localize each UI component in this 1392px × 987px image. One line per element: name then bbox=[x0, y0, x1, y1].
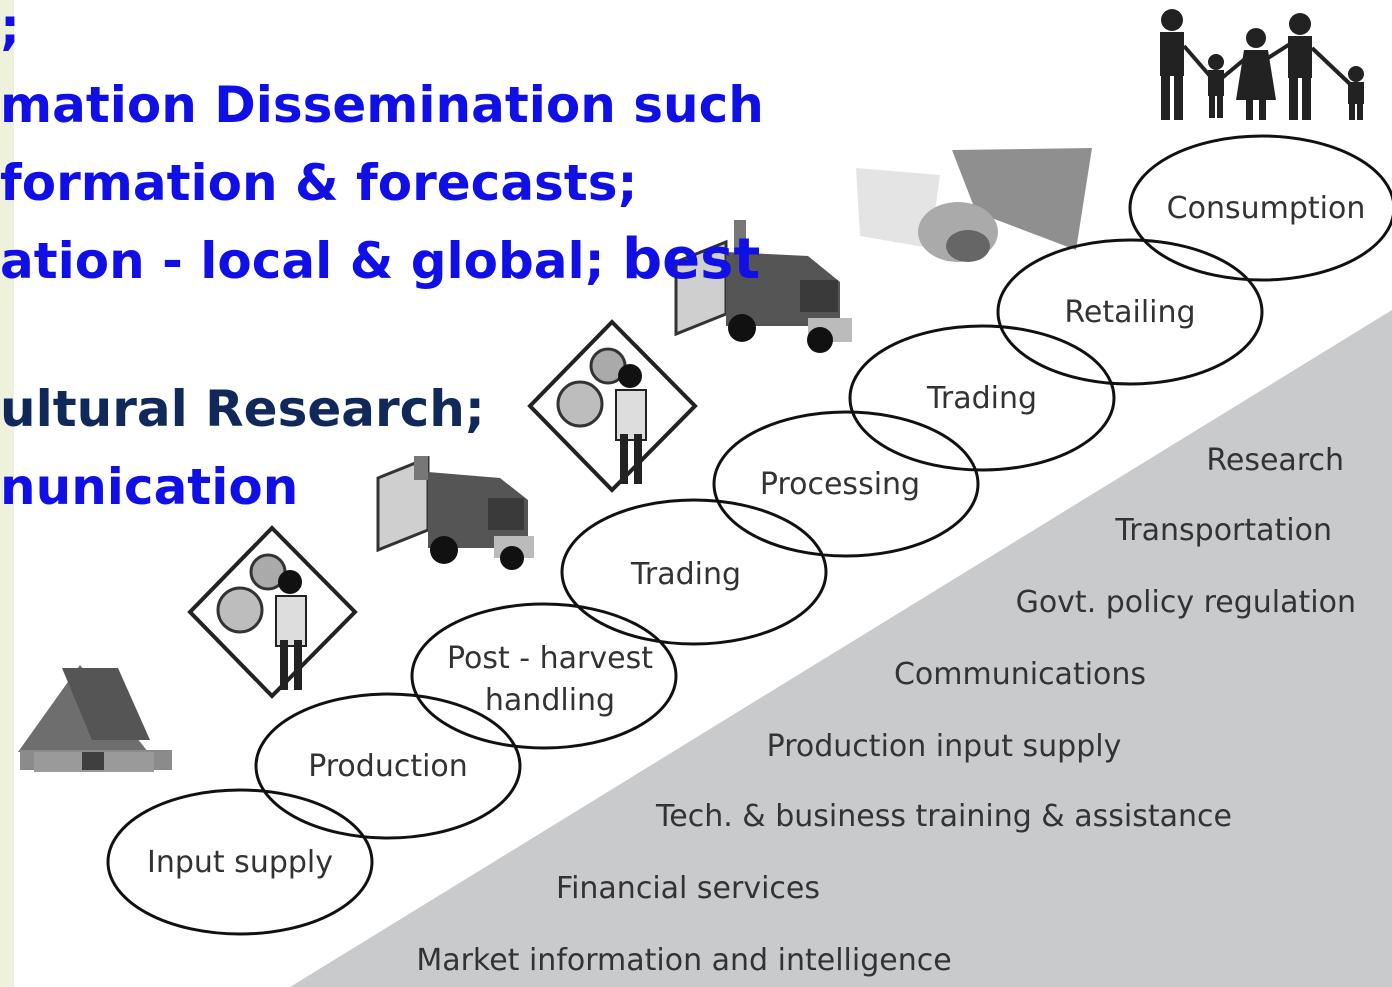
worker-gear-icon bbox=[187, 525, 358, 699]
support-services-list: Research Transportation Govt. policy reg… bbox=[416, 443, 1356, 978]
support-services-wedge bbox=[290, 310, 1392, 987]
stage-trading-1: Trading bbox=[560, 498, 828, 646]
support-service-item: Research bbox=[1206, 443, 1344, 478]
support-service-item: Financial services bbox=[556, 871, 820, 906]
slide-text-line-3b: best bbox=[622, 227, 761, 292]
stage-consumption: Consumption bbox=[1128, 134, 1392, 282]
slide-text-line-2: formation & forecasts; bbox=[0, 154, 638, 212]
support-service-item: Transportation bbox=[1114, 513, 1332, 548]
stage-label: Input supply bbox=[147, 845, 333, 880]
support-service-item: Communications bbox=[894, 657, 1146, 692]
stage-label-line2: handling bbox=[485, 683, 615, 718]
support-service-item: Govt. policy regulation bbox=[1016, 585, 1356, 620]
left-strip bbox=[0, 0, 14, 987]
stage-production: Production bbox=[254, 692, 522, 840]
truck-icon bbox=[376, 455, 534, 570]
stage-label: Production bbox=[308, 749, 468, 784]
stage-retailing: Retailing bbox=[996, 238, 1264, 386]
stage-label: Processing bbox=[760, 467, 920, 502]
value-chain-stages: Input supply Production Post - harvest h… bbox=[106, 134, 1392, 936]
slide-text-line-5: nunication bbox=[0, 458, 299, 516]
handshake-icon bbox=[856, 148, 1092, 262]
slide-text-line-3: ation - local & global; best bbox=[0, 232, 760, 288]
worker-gear-icon-2 bbox=[527, 319, 698, 493]
support-service-item: Market information and intelligence bbox=[416, 943, 951, 978]
slide-text-line-4: ultural Research; bbox=[0, 380, 485, 438]
family-icon bbox=[1160, 9, 1364, 120]
support-service-item: Tech. & business training & assistance bbox=[655, 799, 1232, 834]
stage-label: Trading bbox=[630, 557, 741, 592]
stage-label: Retailing bbox=[1064, 295, 1195, 330]
house-icon bbox=[18, 665, 172, 772]
stage-input-supply: Input supply bbox=[106, 788, 374, 936]
stage-label: Trading bbox=[926, 381, 1037, 416]
slide-text-line-1: mation Dissemination such bbox=[0, 76, 764, 134]
stage-label: Consumption bbox=[1167, 191, 1366, 226]
support-service-item: Production input supply bbox=[767, 729, 1122, 764]
truck-icon-2 bbox=[674, 220, 852, 353]
stage-label-line1: Post - harvest bbox=[447, 641, 653, 676]
slide-text-line-0: ; bbox=[0, 0, 20, 56]
stage-processing: Processing bbox=[712, 410, 980, 558]
stage-post-harvest-handling: Post - harvest handling bbox=[410, 602, 678, 750]
slide-text-line-3a: ation - local & global; bbox=[0, 232, 623, 290]
stage-trading-2: Trading bbox=[848, 324, 1116, 472]
